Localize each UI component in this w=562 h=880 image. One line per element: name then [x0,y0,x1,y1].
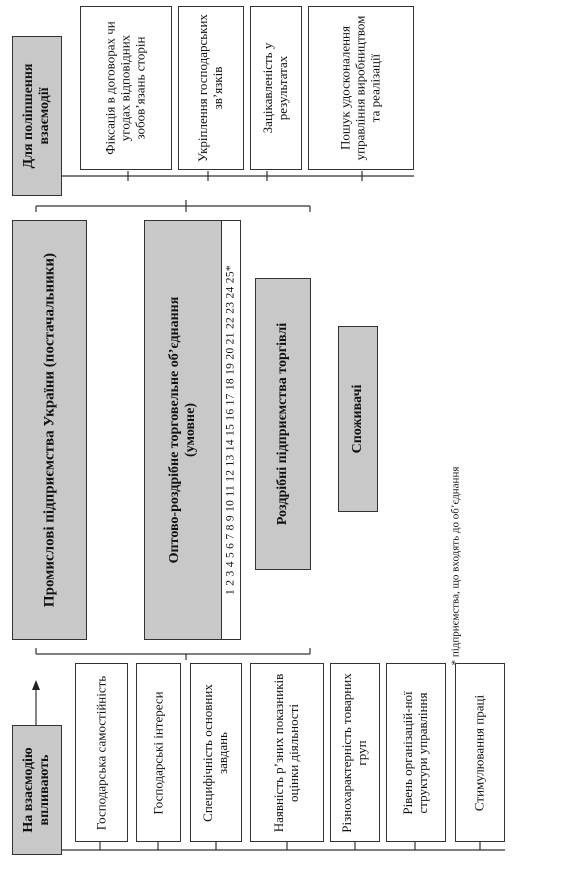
wholesale-association-label: Оптово-роздрібне торговельне об’єднання … [166,296,198,564]
wholesale-association-box: Оптово-роздрібне торговельне об’єднання … [144,220,222,640]
influence-factor-label: Наявність р’зних показників оцінки діяль… [271,673,301,832]
industrial-enterprises-label: Промислові підприємства України (постача… [40,252,57,608]
influence-factor-label: Специфічність основних завдань [200,683,230,822]
retail-enterprises-label: Роздрібні підприємства торгівлі [274,322,290,526]
influence-factor: Господарські інтереси [136,663,181,842]
influence-title-box: На взаємодію впливають [12,725,62,855]
improvement-factor: Пошук удосконалення управління виробницт… [308,6,414,170]
influence-factor: Рівень організацій-ної структури управлі… [386,663,446,842]
improvement-factor: Фіксація в договорах чи угодах відповідн… [80,6,172,170]
influence-factor-label: Господарські інтереси [150,690,166,815]
improvement-factor-label: Укріплення господарських зв’язків [195,14,225,162]
influence-factor-label: Різнохарактерність товарних груп [339,672,369,833]
influence-factor-label: Господарська самостійність [93,675,109,830]
improvement-title-box: Для поліпшення взаємодії [12,36,62,196]
improvement-factor-label: Зацікавленість у результатах [260,42,290,134]
consumers-box: Споживачі [338,326,378,512]
influence-factor: Різнохарактерність товарних груп [330,663,380,842]
influence-factor: Господарська самостійність [75,663,128,842]
influence-factor-label: Стимулювання праці [471,694,487,811]
enterprise-numbers: 1 2 3 4 5 6 7 8 9 10 11 12 13 14 15 16 1… [224,265,237,595]
influence-title: На взаємодію впливають [20,747,52,833]
retail-enterprises-box: Роздрібні підприємства торгівлі [255,278,311,570]
improvement-factor-label: Фіксація в договорах чи угодах відповідн… [102,21,148,155]
improvement-factor-label: Пошук удосконалення управління виробницт… [337,15,383,161]
improvement-title: Для поліпшення взаємодії [20,63,52,169]
influence-factor: Наявність р’зних показників оцінки діяль… [250,663,324,842]
influence-factor: Специфічність основних завдань [190,663,242,842]
influence-factor: Стимулювання праці [455,663,505,842]
influence-factor-label: Рівень організацій-ної структури управлі… [400,690,430,815]
footnote-text: * підприємства, що входять до об’єднання [449,466,462,665]
footnote: * підприємства, що входять до об’єднання [446,466,466,665]
consumers-label: Споживачі [349,384,365,454]
improvement-factor: Укріплення господарських зв’язків [178,6,244,170]
improvement-factor: Зацікавленість у результатах [250,6,302,170]
enterprise-numbers-strip: 1 2 3 4 5 6 7 8 9 10 11 12 13 14 15 16 1… [221,220,241,640]
industrial-enterprises-box: Промислові підприємства України (постача… [12,220,87,640]
